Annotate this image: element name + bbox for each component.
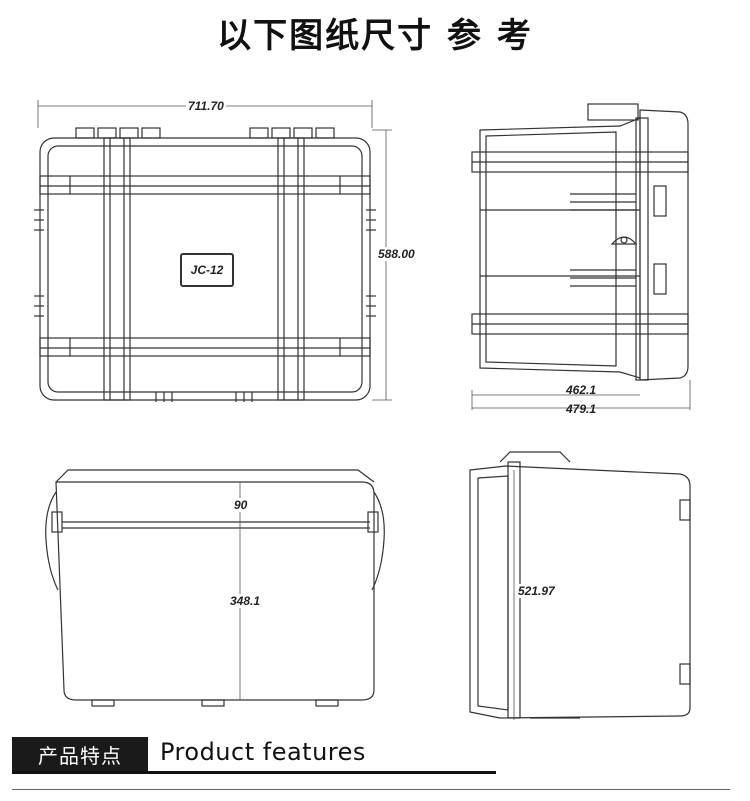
end-height-dimension: 521.97 — [516, 584, 557, 598]
model-label: JC-12 — [180, 253, 234, 287]
footer-divider-thick — [12, 771, 496, 774]
top-height-dimension: 588.00 — [376, 247, 417, 261]
end-view — [469, 451, 691, 720]
footer-divider-thin — [12, 789, 730, 790]
front-view — [45, 469, 385, 707]
product-features-en-label: Product features — [160, 738, 366, 766]
top-width-dimension: 711.70 — [186, 99, 226, 113]
page-title: 以下图纸尺寸 参 考 — [217, 16, 533, 56]
front-body-dimension: 348.1 — [228, 594, 263, 608]
top-view — [34, 100, 392, 402]
front-lid-dimension: 90 — [232, 498, 250, 512]
side-outer-dimension: 479.1 — [566, 402, 597, 416]
side-view — [471, 103, 691, 410]
side-inner-dimension: 462.1 — [566, 383, 597, 397]
product-features-cn-label: 产品特点 — [12, 737, 148, 771]
